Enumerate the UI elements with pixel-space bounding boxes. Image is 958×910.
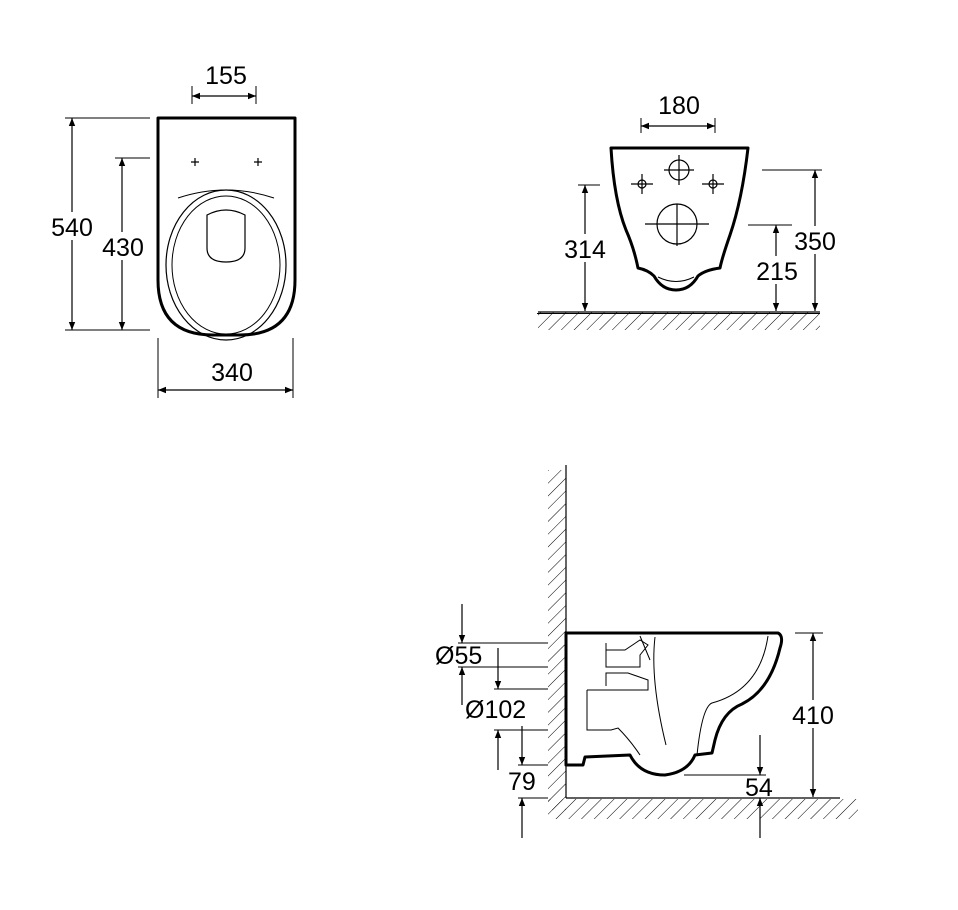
outlet-hole-icon [645,203,709,246]
rear-outline [609,146,750,292]
dim-54: 54 [745,774,773,802]
side-view: Ø55 Ø102 79 54 410 [435,465,858,838]
dim-410: 410 [792,702,834,730]
dim-540: 540 [51,214,93,242]
dim-350: 350 [794,228,836,256]
seat-ring-inner [171,195,281,335]
dim-155: 155 [205,62,247,90]
rear-view: 180 314 350 215 [537,92,840,330]
dim-430: 430 [102,234,144,262]
dim-diameter-55: Ø55 [435,642,482,670]
floor-hatch [538,312,820,330]
dim-diameter-102: Ø102 [465,696,526,724]
bowl-outline [156,116,297,337]
dim-215: 215 [756,258,798,286]
top-view: 155 540 430 340 [50,62,297,398]
mounting-hole-icon [254,158,262,166]
seat-hinge-line [177,189,275,199]
seat-ring-outer [165,189,287,341]
bowl-opening [206,209,246,263]
dim-79: 79 [508,768,536,796]
wall-hatch [548,470,566,810]
fixing-hole-icon [631,174,653,194]
floor-hatch [548,799,858,819]
side-outline [564,631,784,777]
mounting-hole-icon [191,158,199,166]
dim-180: 180 [658,92,700,120]
inlet-hole-icon [664,155,694,185]
dim-314: 314 [564,236,606,264]
dim-340: 340 [211,359,253,387]
fixing-hole-icon [702,174,724,194]
